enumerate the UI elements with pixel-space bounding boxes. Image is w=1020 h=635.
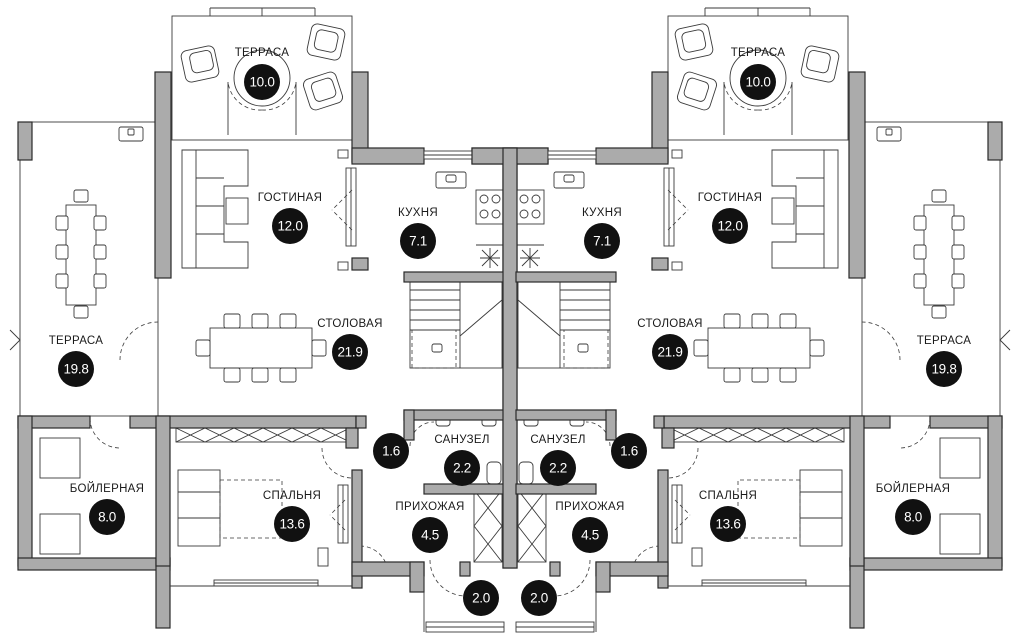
area-value: 1.6 (382, 444, 400, 459)
room-label: САНУЗЕЛ (530, 434, 585, 446)
room-label: ГОСТИНАЯ (258, 192, 322, 204)
room-label: СТОЛОВАЯ (317, 318, 382, 330)
area-badge (332, 334, 368, 370)
room-label: БОЙЛЕРНАЯ (70, 482, 145, 495)
area-badge (272, 208, 308, 244)
room-label: ТЕРРАСА (49, 335, 104, 347)
room-label: СТОЛОВАЯ (637, 318, 702, 330)
room-label: СПАЛЬНЯ (699, 490, 757, 502)
area-value: 7.1 (409, 234, 427, 249)
area-value: 19.8 (931, 362, 956, 377)
area-value: 8.0 (98, 510, 116, 525)
area-value: 7.1 (593, 234, 611, 249)
area-badge (444, 450, 480, 486)
area-badge (652, 334, 688, 370)
area-badge (540, 450, 576, 486)
room-label: ТЕРРАСА (235, 47, 290, 59)
area-value: 19.8 (63, 362, 88, 377)
area-value: 13.6 (715, 517, 740, 532)
area-badge (412, 517, 448, 553)
room-label: БОЙЛЕРНАЯ (876, 482, 951, 495)
area-badge (244, 64, 280, 100)
area-badge (895, 499, 931, 535)
room-terrace-top-right: ТЕРРАСА 10.0 (731, 47, 786, 100)
room-bathroom-right: САНУЗЕЛ 2.2 (530, 434, 585, 486)
area-badge (584, 223, 620, 259)
room-label: ТЕРРАСА (917, 335, 972, 347)
room-closet-left: 1.6 (373, 433, 409, 469)
room-label: КУХНЯ (582, 207, 622, 219)
area-value: 13.6 (279, 517, 304, 532)
room-label: ТЕРРАСА (731, 47, 786, 59)
area-value: 2.0 (472, 591, 490, 606)
room-dining-left: СТОЛОВАЯ 21.9 (317, 318, 382, 370)
terrace-chair (306, 23, 346, 61)
area-value: 10.0 (249, 75, 274, 90)
area-value: 1.6 (620, 444, 638, 459)
room-living-left: ГОСТИНАЯ 12.0 (258, 192, 322, 244)
area-badge (926, 351, 962, 387)
area-value: 10.0 (745, 75, 770, 90)
area-value: 12.0 (717, 219, 742, 234)
room-bedroom-right: СПАЛЬНЯ 13.6 (699, 490, 757, 542)
room-terrace-side-left: ТЕРРАСА 19.8 (49, 335, 104, 387)
room-bedroom-left: СПАЛЬНЯ 13.6 (263, 490, 321, 542)
area-value: 21.9 (657, 345, 682, 360)
area-value: 2.0 (530, 591, 548, 606)
room-kitchen-left: КУХНЯ 7.1 (398, 207, 438, 259)
room-terrace-side-right: ТЕРРАСА 19.8 (917, 335, 972, 387)
room-living-right: ГОСТИНАЯ 12.0 (698, 192, 762, 244)
area-badge (611, 433, 647, 469)
area-badge (712, 208, 748, 244)
area-value: 4.5 (581, 528, 599, 543)
room-porch-right: 2.0 (521, 580, 557, 616)
room-label: СПАЛЬНЯ (263, 490, 321, 502)
room-boiler-right: БОЙЛЕРНАЯ 8.0 (876, 482, 951, 535)
room-label: ПРИХОЖАЯ (395, 501, 464, 513)
terrace-chair (302, 71, 344, 111)
room-closet-right: 1.6 (611, 433, 647, 469)
area-value: 8.0 (904, 510, 922, 525)
room-kitchen-right: КУХНЯ 7.1 (582, 207, 622, 259)
room-boiler-left: БОЙЛЕРНАЯ 8.0 (70, 482, 145, 535)
room-hall-right: ПРИХОЖАЯ 4.5 (555, 501, 624, 553)
area-value: 2.2 (453, 461, 471, 476)
area-value: 21.9 (337, 345, 362, 360)
area-badge (710, 506, 746, 542)
room-porch-left: 2.0 (463, 580, 499, 616)
area-badge (521, 580, 557, 616)
area-value: 4.5 (421, 528, 439, 543)
terrace-chair (180, 45, 220, 83)
room-bathroom-left: САНУЗЕЛ 2.2 (434, 434, 489, 486)
area-badge (463, 580, 499, 616)
area-value: 2.2 (549, 461, 567, 476)
room-label: КУХНЯ (398, 207, 438, 219)
area-badge (572, 517, 608, 553)
area-badge (274, 506, 310, 542)
area-value: 12.0 (277, 219, 302, 234)
room-terrace-top-left: ТЕРРАСА 10.0 (235, 47, 290, 100)
area-badge (373, 433, 409, 469)
room-hall-left: ПРИХОЖАЯ 4.5 (395, 501, 464, 553)
right-unit-plan (471, 7, 1011, 633)
left-unit-plan (9, 7, 549, 633)
room-label: САНУЗЕЛ (434, 434, 489, 446)
room-dining-right: СТОЛОВАЯ 21.9 (637, 318, 702, 370)
area-badge (740, 64, 776, 100)
windows (170, 150, 505, 633)
door-swings (89, 81, 467, 597)
area-badge (400, 223, 436, 259)
room-label: ПРИХОЖАЯ (555, 501, 624, 513)
room-label: ГОСТИНАЯ (698, 192, 762, 204)
area-badge (89, 499, 125, 535)
area-badge (58, 351, 94, 387)
